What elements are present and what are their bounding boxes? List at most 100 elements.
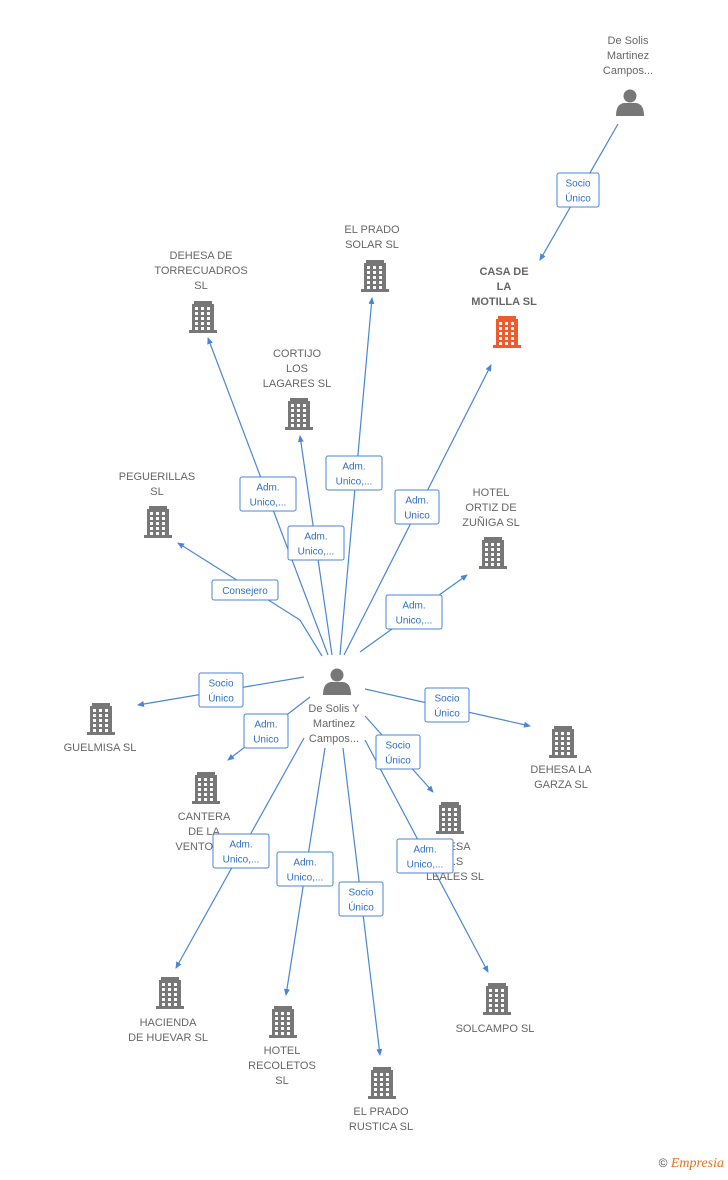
edge-label-text: Unico,... — [223, 855, 260, 866]
node-label: HOTEL — [473, 487, 510, 499]
node-label: RECOLETOS — [248, 1060, 316, 1072]
edge-label-text: Adm. — [304, 532, 327, 543]
node-label: TORRECUADROS — [154, 265, 247, 277]
node-label: DEHESA DE — [170, 250, 233, 262]
edge-label-text: Unico,... — [396, 616, 433, 627]
node-peguerillas[interactable]: PEGUERILLAS SL — [119, 471, 195, 538]
edge-label-box — [375, 734, 421, 770]
edge-label-text: Consejero — [222, 586, 268, 597]
node-label: MOTILLA SL — [471, 296, 537, 308]
node-label: ORTIZ DE — [465, 502, 516, 514]
node-label: Campos... — [603, 65, 653, 77]
edge-label-text: Adm. — [405, 496, 428, 507]
footer-brand: © Empresia — [659, 1156, 724, 1172]
edge-label-text: Único — [434, 707, 460, 720]
edge-label-text: Único — [565, 192, 591, 205]
edge-label-text: Adm. — [229, 840, 252, 851]
copyright-symbol: © — [658, 1156, 668, 1170]
edge-label-center-casa[interactable]: Adm. Unico — [394, 489, 440, 525]
building-icon — [87, 703, 115, 735]
node-label: LEALES SL — [426, 871, 484, 883]
edge-label-text: Unico,... — [298, 547, 335, 558]
edge-label-text: Socio — [434, 694, 459, 705]
edge-label-text: Unico,... — [250, 498, 287, 509]
building-icon — [156, 977, 184, 1009]
node-label: HOTEL — [264, 1045, 301, 1057]
edge-label-text: Adm. — [342, 462, 365, 473]
edge-label-center-recoletos[interactable]: Adm.Unico,... — [276, 851, 334, 887]
node-guelmisa[interactable]: GUELMISA SL — [64, 703, 137, 754]
building-icon — [269, 1006, 297, 1038]
node-label: Campos... — [309, 733, 359, 745]
edge-label-center-hotelortiz[interactable]: Adm.Unico,... — [385, 594, 443, 630]
node-topperson[interactable]: De SolisMartinezCampos... — [603, 35, 653, 116]
edge-label-center-ventosilla[interactable]: Adm.Unico — [243, 713, 289, 749]
edge-label-text: Único — [208, 692, 234, 705]
edge-label-box — [556, 172, 600, 208]
edge-label-text: Socio — [565, 179, 590, 190]
building-icon — [368, 1067, 396, 1099]
node-label: PEGUERILLAS — [119, 471, 195, 483]
node-recoletos[interactable]: HOTEL RECOLETOS SL — [248, 1006, 316, 1087]
node-label: Martinez — [313, 718, 355, 730]
building-icon — [493, 316, 521, 348]
edge-label-center-torrecuadros[interactable]: Adm.Unico,... — [239, 476, 297, 512]
edge-label-text: Único — [385, 754, 411, 767]
edge-label-text: Adm. — [293, 858, 316, 869]
node-label: De Solis — [608, 35, 649, 47]
node-label: De Solis Y — [308, 703, 360, 715]
node-center[interactable]: De Solis Y MartinezCampos... — [308, 668, 360, 746]
edge-label-text: Unico,... — [336, 477, 373, 488]
node-label: LA — [497, 281, 512, 293]
edge-label-text: Unico — [404, 511, 430, 522]
edge-label-box — [287, 525, 345, 561]
edge-label-text: Socio — [208, 679, 233, 690]
node-label: SL — [150, 486, 163, 498]
edge-label-center-solcampo[interactable]: Adm. Unico,... — [396, 838, 454, 874]
node-casa[interactable]: CASA DE LA MOTILLA SL — [471, 266, 537, 348]
edge-label-center-huevar[interactable]: Adm. Unico,... — [212, 833, 270, 869]
edge-label-center-peguerillas[interactable]: Consejero — [211, 579, 279, 601]
node-label: CASA DE — [479, 266, 528, 278]
edge-label-text: Adm. — [413, 845, 436, 856]
edge-label-center-pradosolar[interactable]: Adm. Unico,... — [325, 455, 383, 491]
edge-label-text: Unico,... — [407, 860, 444, 871]
edge-label-text: Adm. — [254, 720, 277, 731]
edge-label-box — [239, 476, 297, 512]
node-label: RUSTICA SL — [349, 1121, 413, 1133]
node-label: DE LA — [188, 826, 220, 838]
node-label: CANTERA — [178, 811, 231, 823]
edge-label-box — [211, 579, 279, 601]
node-label: GUELMISA SL — [64, 742, 137, 754]
node-solcampo[interactable]: SOLCAMPO SL — [456, 983, 535, 1035]
node-label: CORTIJO — [273, 348, 322, 360]
building-icon — [144, 506, 172, 538]
node-label: EL PRADO — [353, 1106, 409, 1118]
edge-label-box — [396, 838, 454, 874]
building-icon — [189, 301, 217, 333]
node-label: DE HUEVAR SL — [128, 1032, 208, 1044]
building-icon — [483, 983, 511, 1015]
edge-label-text: Socio — [385, 741, 410, 752]
building-icon — [192, 772, 220, 804]
brand-name: Empresia — [670, 1156, 724, 1171]
edge-label-box — [198, 672, 244, 708]
node-rustica[interactable]: EL PRADO RUSTICA SL — [349, 1067, 413, 1133]
node-label: SL — [275, 1075, 288, 1087]
edge-label-box — [276, 851, 334, 887]
edge-label-center-cortijo[interactable]: Adm. Unico,... — [287, 525, 345, 561]
